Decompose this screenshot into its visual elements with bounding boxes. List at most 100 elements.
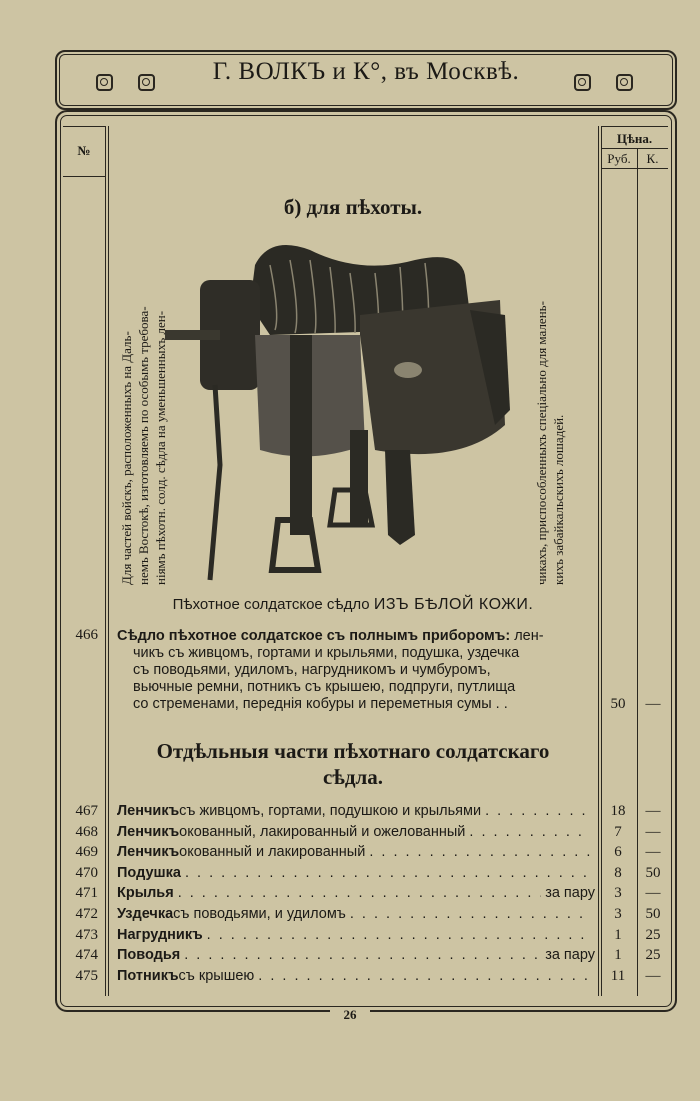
item-name: Потникъ <box>117 967 179 984</box>
item-name: Ленчикъ <box>117 823 180 840</box>
page-number: 26 <box>330 1007 370 1023</box>
item-price-rub: 11 <box>610 967 626 984</box>
item-lead: Сѣдло пѣхотное солдатское съ полнымъ при… <box>117 628 511 644</box>
item-unit: за пару <box>545 885 595 902</box>
side-note-right: чикахъ, приспособленныхъ спеціально для … <box>533 301 567 585</box>
header-frame <box>55 50 677 110</box>
item-description: Нагрудникъ <box>117 927 595 943</box>
divider <box>108 126 109 996</box>
ornament-icon <box>96 74 113 91</box>
item-unit <box>591 803 595 819</box>
caption-prefix: Пѣхотное солдатское сѣдло <box>172 596 370 613</box>
price-column-header: Цѣна. <box>616 131 653 146</box>
item-number: 469 <box>75 844 99 861</box>
item-name: Нагрудникъ <box>117 926 203 943</box>
leader-dots <box>465 824 591 840</box>
item-number: 471 <box>75 885 99 902</box>
item-detail: съ живцомъ, гортами, подушкою и крыльями <box>179 803 482 819</box>
side-note-line: кихъ забайкальскихъ лошадей. <box>551 414 566 585</box>
item-price-kop: — <box>645 696 661 712</box>
table-row: 473 Нагрудникъ 1 25 <box>0 927 700 947</box>
divider <box>601 126 602 996</box>
item-price-rub: 3 <box>614 885 622 902</box>
ornament-icon <box>616 74 633 91</box>
parts-title-line: Отдѣльныя части пѣхотнаго солдатскаго <box>156 739 550 763</box>
item-number: 475 <box>75 967 99 984</box>
item-detail: съ поводьями, и удиломъ <box>173 906 346 922</box>
leader-dots <box>254 968 591 984</box>
kopecks-column-header: К. <box>646 151 659 166</box>
item-description: Крылья за пару <box>117 885 595 901</box>
item-price-rub: 7 <box>614 823 622 840</box>
item-number: 474 <box>75 947 99 964</box>
item-number: 472 <box>75 906 99 922</box>
divider <box>601 168 668 169</box>
item-description: Ленчикъ съ живцомъ, гортами, подушкою и … <box>117 803 595 819</box>
parts-section-title: Отдѣльныя части пѣхотнаго солдатскаго сѣ… <box>108 738 598 790</box>
page-header-title: Г. ВОЛКЪ и К°, въ Москвѣ. <box>212 58 520 85</box>
item-description: Ленчикъ окованный, лакированный и ожелов… <box>117 824 595 840</box>
item-number: 473 <box>75 926 99 943</box>
item-name: Подушка <box>117 864 181 881</box>
divider <box>63 126 105 127</box>
item-price-kop: 50 <box>645 864 661 881</box>
caption-emphasis: ИЗЪ БѢЛОЙ КОЖИ. <box>373 596 534 613</box>
item-name: Крылья <box>117 885 174 902</box>
rubles-column-header: Руб. <box>607 151 631 166</box>
item-price-kop: — <box>645 803 661 819</box>
table-row: 474 Поводья за пару 1 25 <box>0 947 700 967</box>
item-description: Поводья за пару <box>117 947 595 963</box>
item-price-rub: 1 <box>614 947 622 964</box>
divider <box>601 148 668 149</box>
item-price-rub: 50 <box>610 696 626 712</box>
table-row: 468 Ленчикъ окованный, лакированный и оже… <box>0 824 700 844</box>
item-name: Ленчикъ <box>117 803 180 819</box>
item-price-kop: 25 <box>645 947 661 964</box>
divider <box>63 176 105 177</box>
item-price-rub: 8 <box>614 864 622 881</box>
parts-title-line: сѣдла. <box>322 765 384 789</box>
item-price-rub: 6 <box>614 844 622 861</box>
item-description: Потникъ съ крышею <box>117 968 595 984</box>
item-name: Уздечка <box>117 906 174 922</box>
item-detail: окованный, лакированный и ожелованный <box>179 823 466 840</box>
item-unit <box>591 844 595 860</box>
item-price-kop: — <box>645 885 661 902</box>
item-unit <box>591 968 595 984</box>
item-name: Поводья <box>117 947 181 964</box>
number-column-header: № <box>77 143 91 158</box>
item-price-rub: 3 <box>614 906 622 922</box>
item-price-kop: 50 <box>645 906 661 922</box>
leader-dots <box>346 906 591 922</box>
item-price-rub: 1 <box>614 926 622 943</box>
item-detail: окованный и лакированный <box>179 844 366 861</box>
item-description: Сѣдло пѣхотное солдатское съ полнымъ при… <box>117 628 595 713</box>
item-price-kop: 25 <box>645 926 661 943</box>
item-line: со стременами, переднія кобуры и перемет… <box>133 696 508 712</box>
item-line: чикъ съ живцомъ, гортами и крыльями, под… <box>133 645 520 661</box>
item-line: вьючные ремни, потникъ съ крышею, подпру… <box>133 679 516 695</box>
divider <box>598 126 599 996</box>
leader-dots <box>203 927 591 943</box>
divider <box>637 148 638 996</box>
saddle-illustration <box>165 245 510 581</box>
table-row: 469 Ленчикъ окованный и лакированный 6 — <box>0 844 700 864</box>
table-row: 472 Уздечка съ поводьями, и удиломъ 3 50 <box>0 906 700 926</box>
divider <box>105 126 106 996</box>
item-line: съ поводьями, удиломъ, нагрудникомъ и чу… <box>133 662 491 678</box>
item-number: 466 <box>75 627 99 643</box>
ornament-icon <box>574 74 591 91</box>
illustration-caption: Пѣхотное солдатское сѣдло ИЗЪ БѢЛОЙ КОЖИ… <box>108 596 598 614</box>
item-price-kop: — <box>645 844 661 861</box>
item-name: Ленчикъ <box>117 844 180 861</box>
divider <box>601 126 668 127</box>
side-note-line: Для частей войскъ, расположенныхъ на Дал… <box>119 331 134 585</box>
leader-dots <box>174 885 542 901</box>
item-unit <box>591 927 595 943</box>
item-unit <box>591 824 595 840</box>
item-price-kop: — <box>645 823 661 840</box>
item-unit: за пару <box>545 947 595 964</box>
section-title: б) для пѣхоты. <box>283 195 423 219</box>
item-number: 468 <box>75 823 99 840</box>
